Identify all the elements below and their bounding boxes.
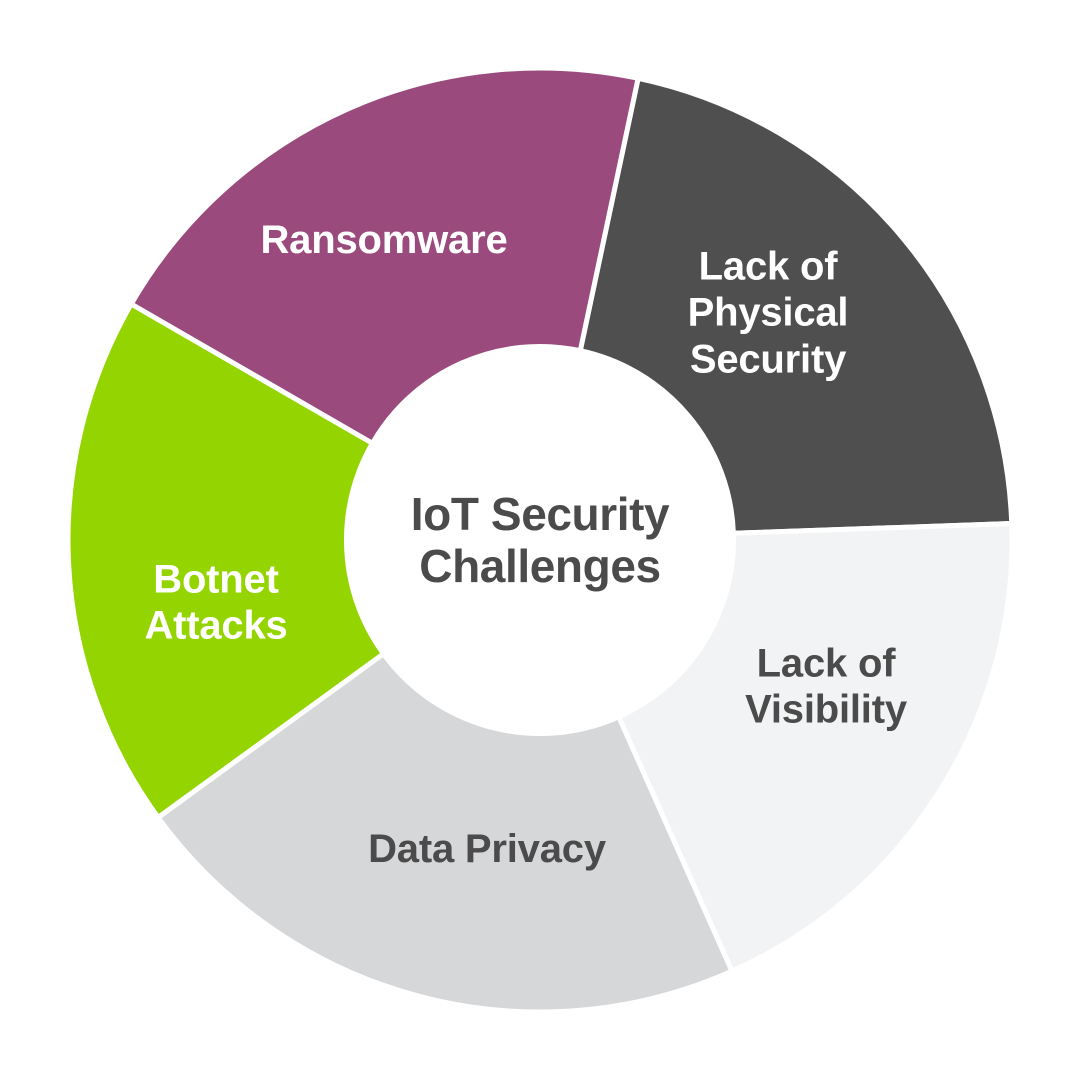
donut-slice-ransomware[interactable] (128, 65, 641, 446)
donut-slices (65, 65, 1015, 1015)
donut-slice-botnet-attacks[interactable] (65, 301, 386, 820)
donut-center-hub: IoT Security Challenges (348, 348, 732, 732)
donut-slice-data-privacy[interactable] (155, 651, 735, 1015)
donut-slice-lack-of-visibility[interactable] (616, 521, 1015, 974)
donut-slice-lack-of-physical-security[interactable] (577, 75, 1015, 536)
chart-center-title: IoT Security Challenges (410, 487, 670, 592)
